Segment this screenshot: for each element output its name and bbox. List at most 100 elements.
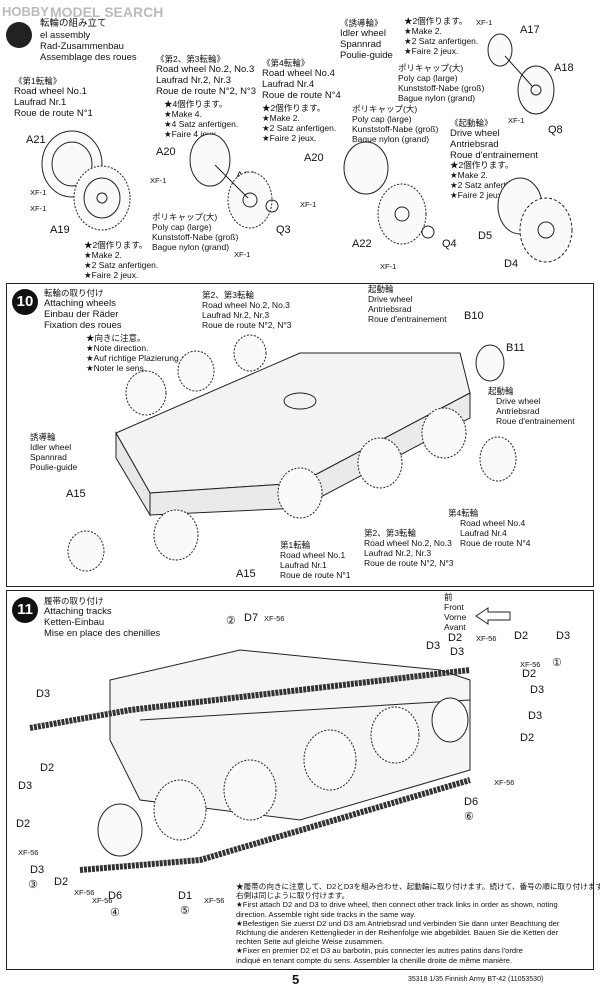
s10-idler-ja: 誘導輪 bbox=[30, 432, 56, 442]
s10-note-fr: ★Noter le sens. bbox=[86, 363, 147, 373]
step11-title-de: Ketten-Einbau bbox=[44, 617, 105, 628]
drive-ja: 《起動輪》 bbox=[450, 118, 493, 128]
step10-number: 10 bbox=[12, 289, 38, 315]
s11-d2-b: D2 bbox=[16, 818, 31, 830]
w23-en: Road wheel No.2, No.3 bbox=[156, 64, 255, 75]
s10-note-en: ★Note direction. bbox=[86, 343, 149, 353]
paint-xf1-a: XF-1 bbox=[30, 204, 47, 213]
idler-make-de: ★2 Satz anfertigen. bbox=[404, 36, 479, 46]
s10-w1-fr: Roue de route N°1 bbox=[280, 570, 351, 580]
part-q3: Q3 bbox=[276, 224, 291, 236]
s11-instr-6: rechten Seite auf gleiche Weise zusammen… bbox=[236, 937, 385, 947]
step11-title-en: Attaching tracks bbox=[44, 606, 112, 617]
s11-d3-c: D3 bbox=[30, 864, 45, 876]
s11-paint-c: XF-56 bbox=[520, 660, 541, 669]
part-a20: A20 bbox=[156, 146, 176, 158]
w4-make-ja: ★2個作ります。 bbox=[262, 103, 326, 113]
step11-number: 11 bbox=[12, 597, 38, 623]
circle-2: ② bbox=[226, 615, 236, 627]
s11-paint-d: XF-56 bbox=[494, 778, 515, 787]
w4-fr: Roue de route N°4 bbox=[262, 90, 341, 101]
polycap-en: Poly cap (large) bbox=[152, 222, 212, 232]
s10-part-a15a: A15 bbox=[66, 488, 86, 500]
s11-paint-f: XF-56 bbox=[74, 888, 95, 897]
step9-title-de: Rad-Zusammenbau bbox=[40, 41, 124, 52]
part-a19: A19 bbox=[50, 224, 70, 236]
s10-w23b-de: Laufrad Nr.2, Nr.3 bbox=[364, 548, 432, 558]
s10-idler-fr: Poulie-guide bbox=[30, 462, 78, 472]
circle-4: ④ bbox=[110, 907, 120, 919]
s10-drive-fr: Roue d'entrainement bbox=[368, 314, 447, 324]
s11-d3-f: D3 bbox=[530, 684, 545, 696]
step11-title-fr: Mise en place des chenilles bbox=[44, 628, 161, 639]
polycap-fr: Bague nylon (grand) bbox=[152, 242, 230, 252]
idler-de: Spannrad bbox=[340, 39, 382, 50]
polycap3-ja: ポリキャップ(大) bbox=[352, 104, 418, 114]
s11-d3-b: D3 bbox=[18, 780, 33, 792]
part-d4: D4 bbox=[504, 258, 519, 270]
drive-make-fr: ★Faire 2 jeux. bbox=[450, 190, 505, 200]
s10-part-b10: B10 bbox=[464, 310, 484, 322]
w4-make-en: ★Make 2. bbox=[262, 113, 300, 123]
step11-title-ja: 履帯の取り付け bbox=[44, 596, 104, 606]
s10-w23-fr: Roue de route N°2, N°3 bbox=[202, 320, 292, 330]
front-arrow-icon bbox=[475, 607, 511, 625]
paint-xf1-h: XF-1 bbox=[508, 116, 525, 125]
make1-fr: ★Faire 2 jeux. bbox=[84, 270, 139, 280]
s11-instr-5: Richtung die anderen Kettenglieder in de… bbox=[236, 928, 559, 938]
part-q8: Q8 bbox=[548, 124, 563, 136]
s11-d3-d: D3 bbox=[426, 640, 441, 652]
circle-5: ⑤ bbox=[180, 905, 190, 917]
s10-w23-en: Road wheel No.2, No.3 bbox=[202, 300, 290, 310]
s11-instr-0: ★履帯の向きに注意して、D2とD3を組み合わせ、起動輪に取り付けます。続けて、番… bbox=[236, 882, 600, 891]
part-q4: Q4 bbox=[442, 238, 457, 250]
step9-number-badge bbox=[6, 22, 32, 48]
w23-make-ja: ★4個作ります。 bbox=[164, 99, 228, 109]
idler-ja: 《誘導輪》 bbox=[340, 18, 383, 28]
w23-fr: Roue de route N°2, N°3 bbox=[156, 86, 257, 97]
w4-en: Road wheel No.4 bbox=[262, 68, 335, 79]
paint-xf1-c: XF-1 bbox=[150, 176, 167, 185]
s10-part-a15b: A15 bbox=[236, 568, 256, 580]
s10-w23-de: Laufrad Nr.2, Nr.3 bbox=[202, 310, 270, 320]
drive-fr: Roue d'entrainement bbox=[450, 150, 538, 161]
w1-ja: 《第1転輪》 bbox=[14, 76, 62, 86]
s10-drive-en: Drive wheel bbox=[368, 294, 413, 304]
part-a22b: A22 bbox=[352, 238, 372, 250]
s10-drive2-fr: Roue d'entrainement bbox=[496, 416, 575, 426]
step9-title-fr: Assemblage des roues bbox=[40, 52, 137, 63]
s10-note-ja: ★向きに注意。 bbox=[86, 333, 146, 343]
s10-note-de: ★Auf richtige Plazierung achten. bbox=[86, 353, 209, 363]
s11-d2-c: D2 bbox=[54, 876, 69, 888]
front-ja: 前 bbox=[444, 592, 453, 602]
s11-paint-b: XF-56 bbox=[476, 634, 497, 643]
make1-en: ★Make 2. bbox=[84, 250, 122, 260]
s10-w1-ja: 第1転輪 bbox=[280, 540, 311, 550]
s10-w4-en: Road wheel No.4 bbox=[460, 518, 526, 528]
s11-instr-2: ★First attach D2 and D3 to drive wheel, … bbox=[236, 900, 558, 910]
s11-paint-g: XF-56 bbox=[92, 896, 113, 905]
part-d5: D5 bbox=[478, 230, 493, 242]
make1-de: ★2 Satz anfertigen. bbox=[84, 260, 159, 270]
s10-w4-ja: 第4転輪 bbox=[448, 508, 479, 518]
idler-fr: Poulie-guide bbox=[340, 50, 393, 61]
s10-w23b-fr: Roue de route N°2, N°3 bbox=[364, 558, 454, 568]
idler-make-ja: ★2個作ります。 bbox=[404, 16, 468, 26]
s11-d3-a: D3 bbox=[36, 688, 51, 700]
s11-instr-7: ★Fixer en premier D2 et D3 au barbotin, … bbox=[236, 946, 523, 956]
paint-xf1-b: XF-1 bbox=[30, 188, 47, 197]
circle-1: ① bbox=[552, 657, 562, 669]
s10-idler-de: Spannrad bbox=[30, 452, 67, 462]
s10-w4-de: Laufrad Nr.4 bbox=[460, 528, 507, 538]
front-de: Vorne bbox=[444, 612, 467, 622]
s10-drive2-ja: 起動輪 bbox=[488, 386, 514, 396]
s11-d6-a: D6 bbox=[108, 890, 123, 902]
step9-title-en: el assembly bbox=[40, 30, 91, 41]
paint-xf1-e: XF-1 bbox=[300, 200, 317, 209]
footer-info: 35318 1/35 Finnish Army BT-42 (11053530) bbox=[408, 976, 543, 983]
s10-w1-en: Road wheel No.1 bbox=[280, 550, 346, 560]
polycap-de: Kunststoff-Nabe (groß) bbox=[152, 232, 239, 242]
s10-w23b-ja: 第2、第3転輪 bbox=[364, 528, 416, 538]
w23-make-fr: ★Faire 4 jeux. bbox=[164, 129, 219, 139]
w23-make-en: ★Make 4. bbox=[164, 109, 202, 119]
